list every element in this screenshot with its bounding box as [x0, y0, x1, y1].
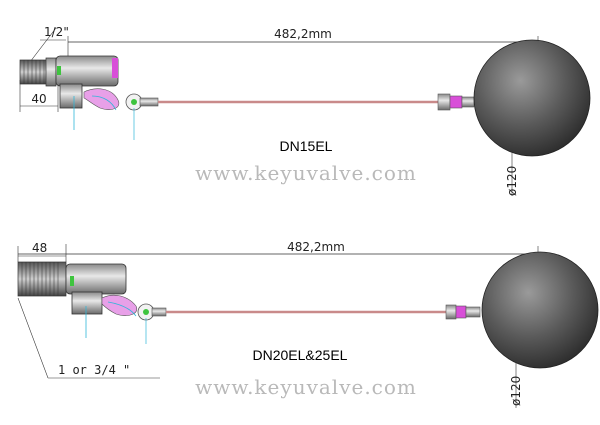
valve-body-top [19, 55, 119, 130]
offset-dimension-top: 40 [19, 80, 59, 112]
diameter-label: ø120 [509, 376, 523, 406]
model-label: DN15EL [280, 138, 333, 154]
thread-dimension-bottom: 1 or 3/4 " [17, 297, 160, 379]
length-dimension-top: 482,2mm [67, 27, 539, 66]
float-ball-top [473, 39, 591, 157]
diameter-label: ø120 [505, 166, 519, 196]
diameter-dimension-bottom: ø120 [509, 362, 523, 408]
ball-connector-bottom [445, 304, 481, 320]
thread-dimension-top: 1/2" [29, 25, 69, 63]
length-label: 482,2mm [287, 240, 345, 254]
length-label: 482,2mm [274, 27, 332, 41]
thread-label: 1 or 3/4 " [58, 363, 130, 377]
valve-body-bottom [17, 261, 127, 338]
float-ball-bottom [481, 251, 599, 369]
watermark: www.keyuvalve.com [195, 375, 417, 399]
assembly-bottom: 482,2mm 48 [17, 240, 599, 408]
lever-arm-bottom [101, 294, 167, 344]
watermark: www.keyuvalve.com [195, 161, 417, 185]
ball-connector-top [437, 93, 475, 111]
assembly-top: 482,2mm 1/2" 40 [19, 25, 591, 196]
lever-arm-top [83, 88, 159, 140]
length-dimension-bottom: 482,2mm [17, 240, 539, 262]
offset-label: 48 [32, 241, 47, 255]
diameter-dimension-top: ø120 [505, 150, 519, 196]
offset-label: 40 [31, 92, 46, 106]
thread-label: 1/2" [44, 25, 69, 39]
offset-dimension-bottom: 48 [18, 241, 67, 262]
model-label: DN20EL&25EL [253, 347, 348, 363]
